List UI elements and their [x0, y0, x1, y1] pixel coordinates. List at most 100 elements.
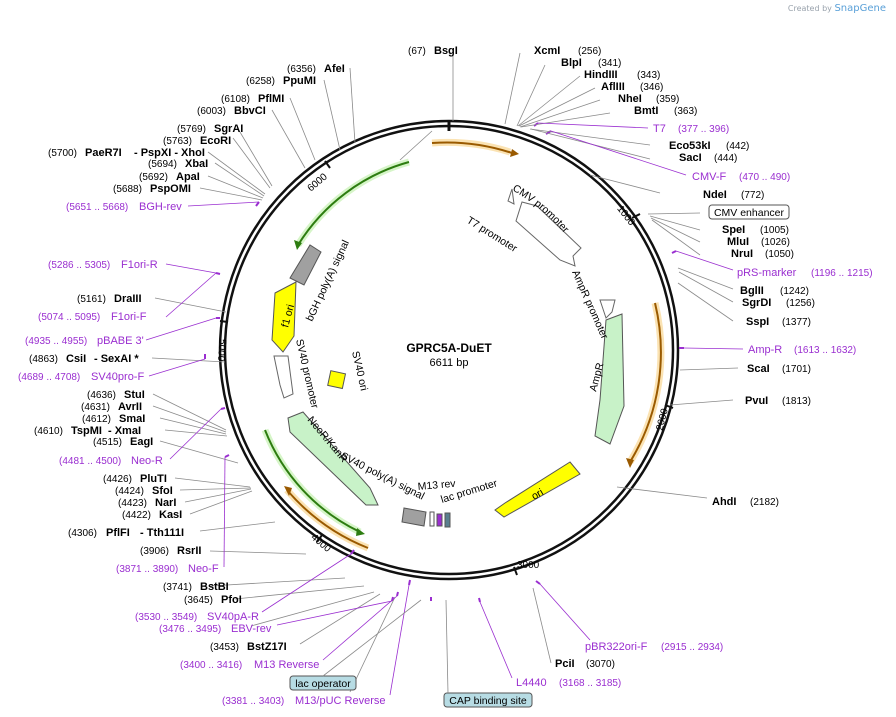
- svg-text:(3168 .. 3185): (3168 .. 3185): [559, 678, 621, 689]
- enzyme-mlui: MluI: [727, 236, 749, 248]
- svg-text:(4935 .. 4955): (4935 .. 4955): [25, 336, 87, 347]
- svg-text:(444): (444): [714, 153, 737, 164]
- enzyme-afliii: AflIII: [601, 81, 625, 93]
- svg-text:(1701): (1701): [782, 364, 811, 375]
- primer-f1ori-r: F1ori-R: [121, 259, 158, 271]
- brand-name: SnapGene: [834, 3, 886, 14]
- primer-pbr322ori-f: pBR322ori-F: [585, 641, 648, 653]
- svg-text:(1196 .. 1215): (1196 .. 1215): [811, 268, 873, 279]
- enzyme-smai: SmaI: [119, 413, 145, 425]
- tick-2000: [664, 404, 674, 409]
- enzyme-sfoi: SfoI: [152, 485, 173, 497]
- enzyme-bstz17i: BstZ17I: [247, 641, 287, 653]
- tick-marks: [219, 121, 674, 576]
- enzyme-nhei: NheI: [618, 93, 642, 105]
- svg-text:(4515): (4515): [93, 437, 122, 448]
- primer-l4440: L4440: [516, 677, 547, 689]
- svg-text:(6108): (6108): [221, 94, 250, 105]
- svg-text:(6356): (6356): [287, 64, 316, 75]
- svg-text:(346): (346): [640, 82, 663, 93]
- f1-ori-arrow: [271, 281, 297, 353]
- svg-text:(341): (341): [598, 58, 621, 69]
- enzyme-pflmi: PflMI: [258, 93, 284, 105]
- plasmid-length: 6611 bp: [430, 357, 469, 369]
- primer-amp-r: Amp-R: [748, 344, 782, 356]
- svg-text:(3400 .. 3416): (3400 .. 3416): [180, 660, 242, 671]
- svg-text:(3070): (3070): [586, 659, 615, 670]
- svg-text:(4689 .. 4708): (4689 .. 4708): [18, 372, 80, 383]
- svg-text:(1005): (1005): [760, 225, 789, 236]
- svg-text:(442): (442): [726, 141, 749, 152]
- enzyme-saci: SacI: [679, 152, 702, 164]
- bgh-polya-box: [289, 244, 322, 286]
- cmv-promoter-arrow: [515, 201, 582, 267]
- enzyme-draiii: DraIII: [114, 293, 142, 305]
- green-arrow-upper-left: [295, 158, 410, 247]
- enzyme-eco53ki: Eco53kI: [669, 140, 711, 152]
- svg-text:(1256): (1256): [786, 298, 815, 309]
- svg-text:(4424): (4424): [115, 486, 144, 497]
- svg-text:(470 .. 490): (470 .. 490): [739, 172, 790, 183]
- label-m13-rev: M13 rev: [417, 478, 457, 493]
- tick-6000: [324, 160, 331, 169]
- svg-text:(1813): (1813): [782, 396, 811, 407]
- enzyme-avrii: AvrII: [118, 401, 142, 413]
- primer-sv40pa-r: SV40pA-R: [207, 611, 259, 623]
- enzyme-pspomi: PspOMI: [150, 183, 191, 195]
- cmv-enhancer-box: [708, 204, 790, 220]
- snapgene-brand: Created by SnapGene: [788, 3, 886, 14]
- svg-text:(5161): (5161): [77, 294, 106, 305]
- features: [271, 188, 625, 528]
- svg-text:(2182): (2182): [750, 497, 779, 508]
- svg-text:(377 .. 396): (377 .. 396): [678, 124, 729, 135]
- svg-text:(4422): (4422): [122, 510, 151, 521]
- leader-lines: [151, 52, 739, 693]
- lac-operator-label: lac operator: [295, 678, 351, 690]
- label-ori: ori: [530, 486, 546, 502]
- enzyme-paer7i: PaeR7I: [85, 147, 122, 159]
- t7-promoter-arrow: [507, 188, 515, 205]
- svg-text:(1026): (1026): [761, 237, 790, 248]
- brand-prefix: Created by: [787, 4, 832, 13]
- ampr-promoter-arrow: [599, 299, 616, 319]
- primer-m13-reverse: M13 Reverse: [254, 659, 319, 671]
- tick-label-3000: 3000: [517, 560, 540, 571]
- enzyme-rsrii: RsrII: [177, 545, 201, 557]
- enzyme-ecori: EcoRI: [200, 135, 231, 147]
- label-f1-ori: f1 ori: [279, 303, 297, 329]
- svg-text:(363): (363): [674, 106, 697, 117]
- enzyme-csii: CsiI: [66, 353, 86, 365]
- cmv-enhancer-label: CMV enhancer: [714, 207, 785, 219]
- cap-site-label: CAP binding site: [449, 695, 527, 707]
- svg-text:(1050): (1050): [765, 249, 794, 260]
- svg-text:(343): (343): [637, 70, 660, 81]
- primer-pbabe-3: pBABE 3': [97, 335, 144, 347]
- svg-text:(5074 .. 5095): (5074 .. 5095): [38, 312, 100, 323]
- svg-text:(4863): (4863): [29, 354, 58, 365]
- sv40-ori-box: [327, 370, 347, 390]
- svg-text:(1613 .. 1632): (1613 .. 1632): [794, 345, 856, 356]
- svg-text:(5769): (5769): [177, 124, 206, 135]
- enzyme-sgrai: SgrAI: [214, 123, 243, 135]
- svg-text:(6258): (6258): [246, 76, 275, 87]
- enzyme-pfoi: PfoI: [221, 594, 242, 606]
- label-sv40-ori: SV40 ori: [349, 350, 370, 392]
- primer-labels: T7 (377 .. 396) CMV-F (470 .. 490) pRS-m…: [18, 123, 873, 707]
- tick-5000: [219, 320, 229, 323]
- enzyme-blpi: BlpI: [561, 57, 582, 69]
- svg-text:(2915 .. 2934): (2915 .. 2934): [661, 642, 723, 653]
- svg-text:(5700): (5700): [48, 148, 77, 159]
- svg-text:(1377): (1377): [782, 317, 811, 328]
- svg-text:(4631): (4631): [81, 402, 110, 413]
- enzyme-xbai: XbaI: [185, 158, 208, 170]
- label-sv40-promoter: SV40 promoter: [293, 338, 321, 410]
- primer-cmv-f: CMV-F: [692, 171, 727, 183]
- svg-text:(5651 .. 5668): (5651 .. 5668): [66, 202, 128, 213]
- svg-text:(3381 .. 3403): (3381 .. 3403): [222, 696, 284, 707]
- svg-text:- PspXI - XhoI: - PspXI - XhoI: [134, 147, 205, 159]
- ampr-arrow: [594, 313, 625, 445]
- svg-text:(5688): (5688): [113, 184, 142, 195]
- primer-sv40pro-f: SV40pro-F: [91, 371, 144, 383]
- plasmid-name: GPRC5A-DuET: [406, 341, 492, 355]
